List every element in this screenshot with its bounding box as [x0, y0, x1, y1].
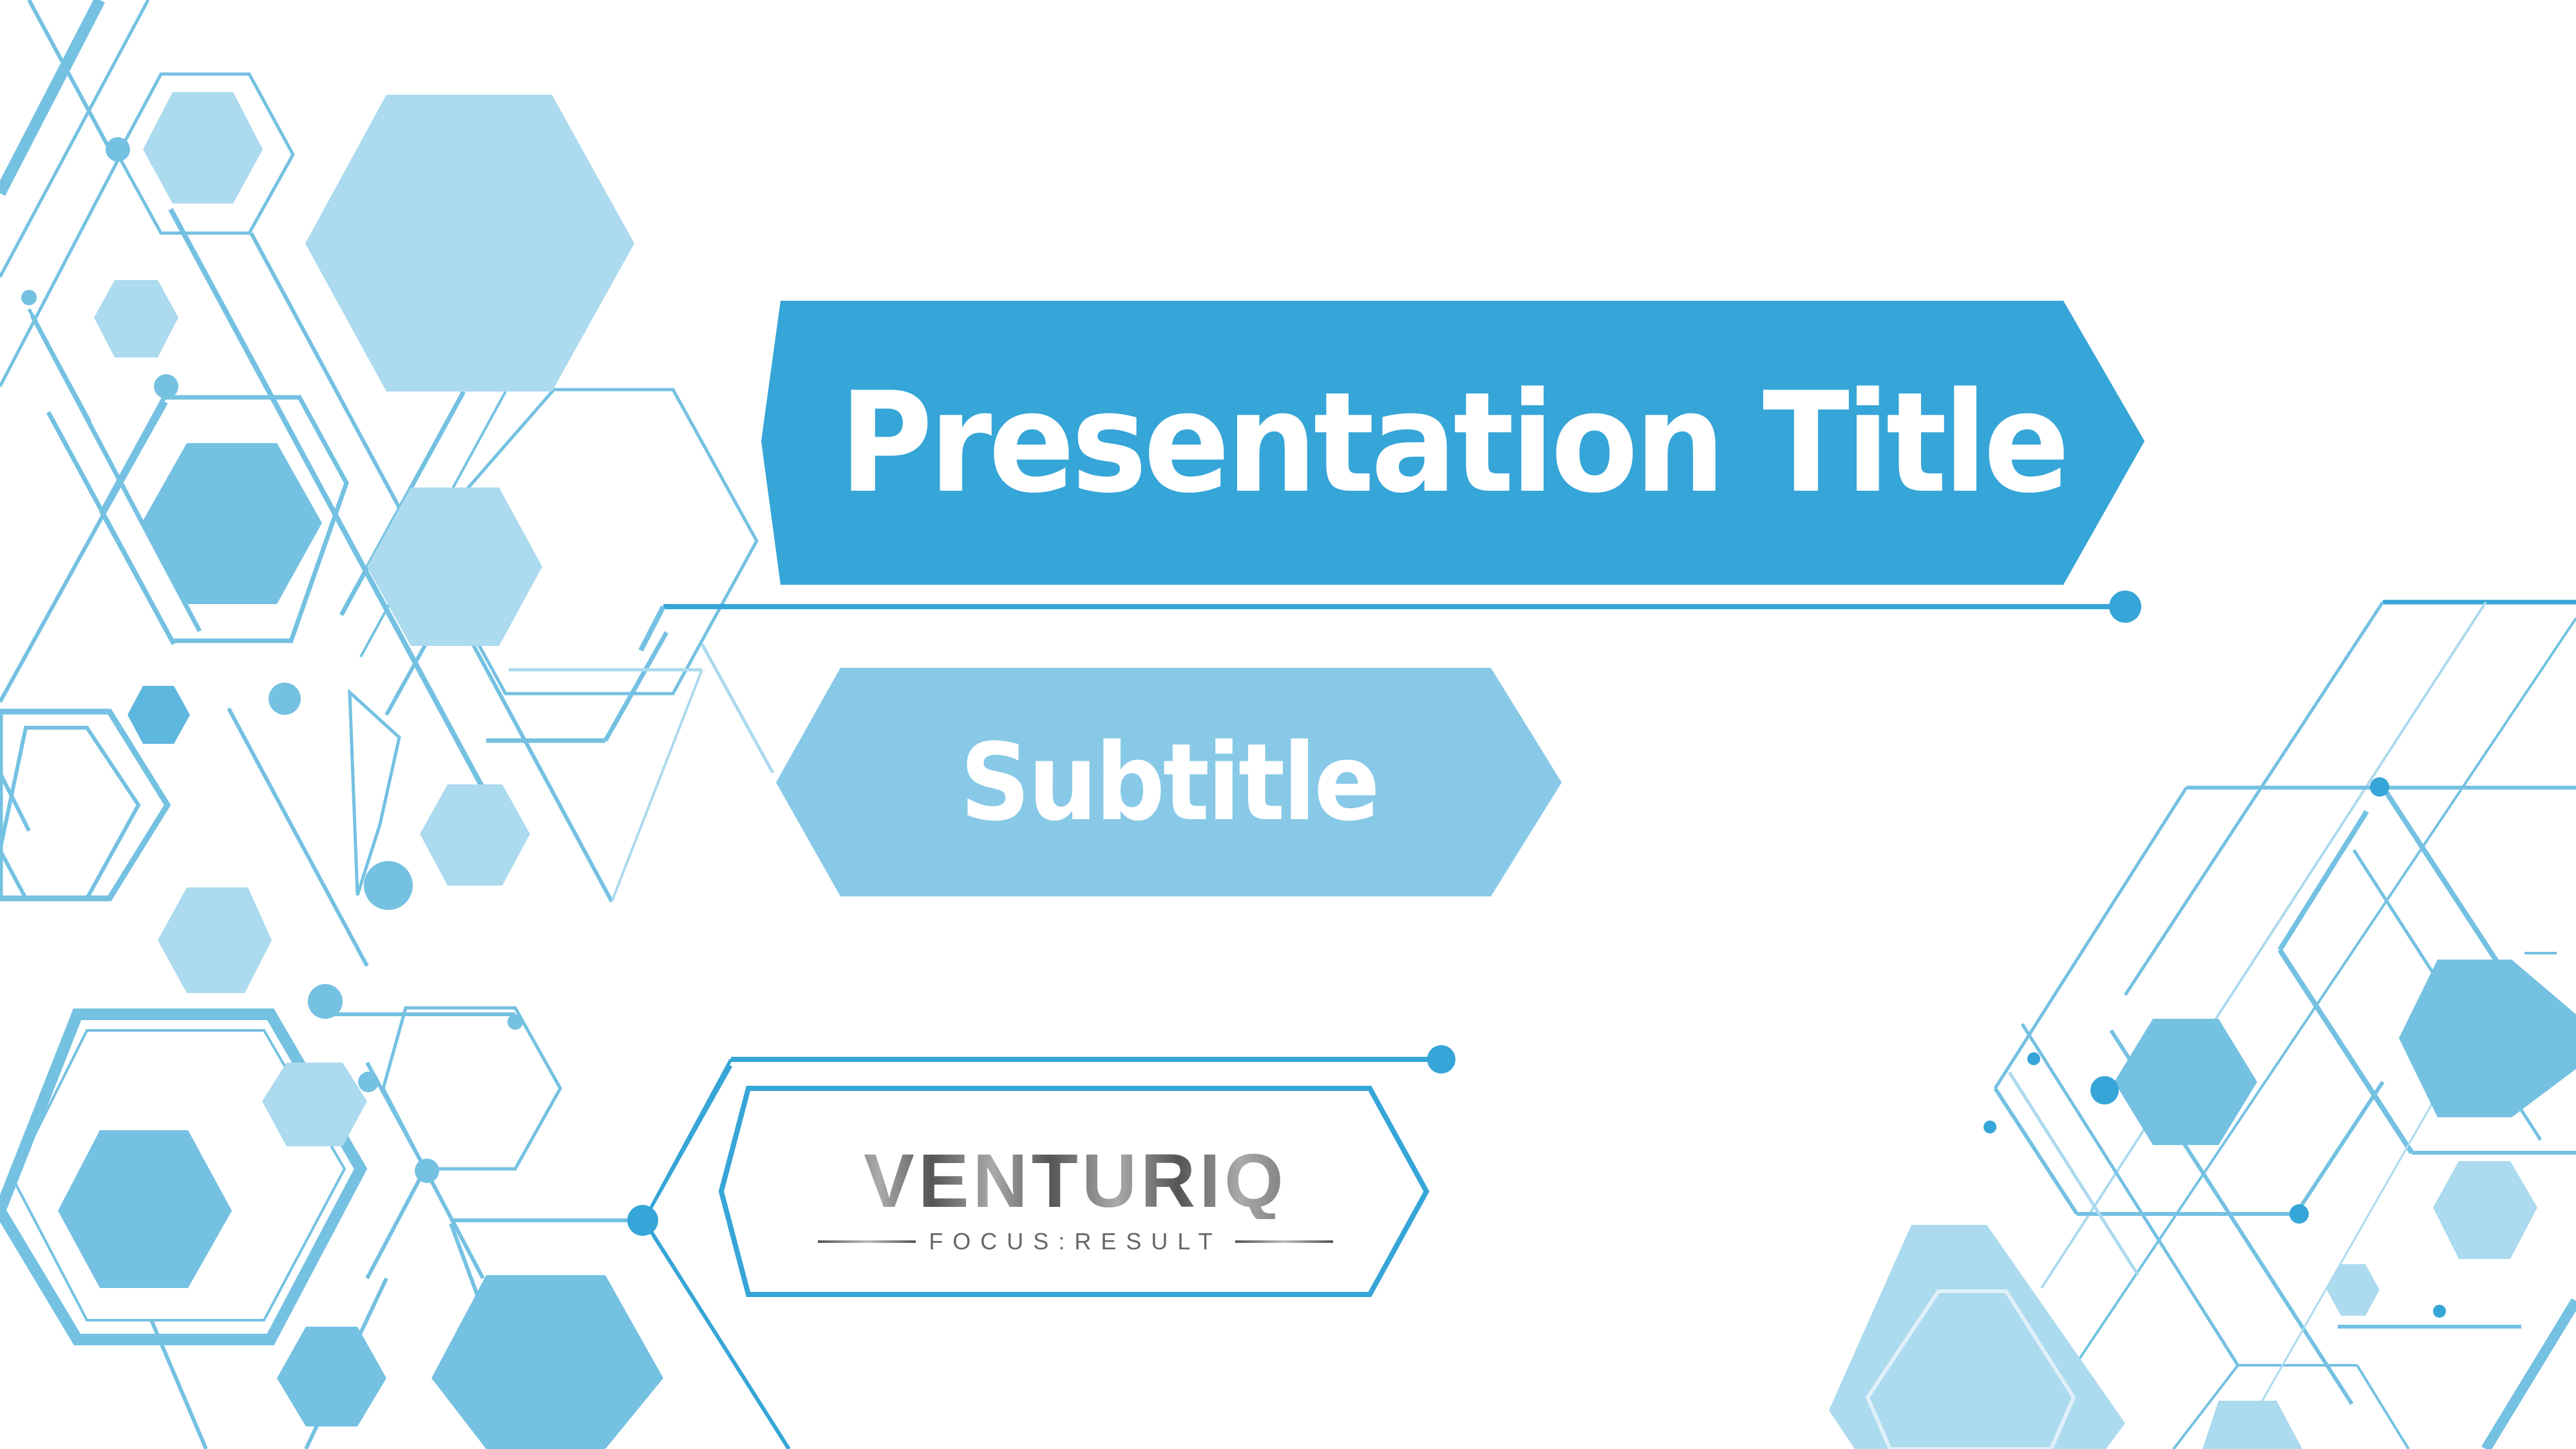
logo-wordmark: VENTURIQ — [818, 1143, 1333, 1219]
tagline-rule-right — [1235, 1240, 1333, 1243]
subtitle-banner-shape — [776, 668, 1562, 896]
right-hex-cluster — [1993, 600, 2576, 1449]
left-hex-fills — [58, 92, 663, 1449]
company-logo: VENTURIQ FOCUS:RESULT — [818, 1143, 1333, 1255]
title-banner-shape — [761, 301, 2145, 585]
right-hex-fills — [1829, 960, 2576, 1449]
presentation-title[interactable]: Presentation Title — [839, 362, 2070, 524]
logo-tagline: FOCUS:RESULT — [929, 1228, 1222, 1255]
logo-frame — [718, 1086, 1430, 1297]
logo-connector — [642, 1045, 1455, 1222]
logo-tagline-row: FOCUS:RESULT — [818, 1228, 1333, 1255]
title-connector — [638, 591, 2141, 652]
right-connector-dots — [1984, 777, 2446, 1318]
presentation-subtitle[interactable]: Subtitle — [960, 720, 1380, 844]
tagline-rule-left — [818, 1240, 916, 1243]
left-connector-dots — [21, 137, 658, 1236]
